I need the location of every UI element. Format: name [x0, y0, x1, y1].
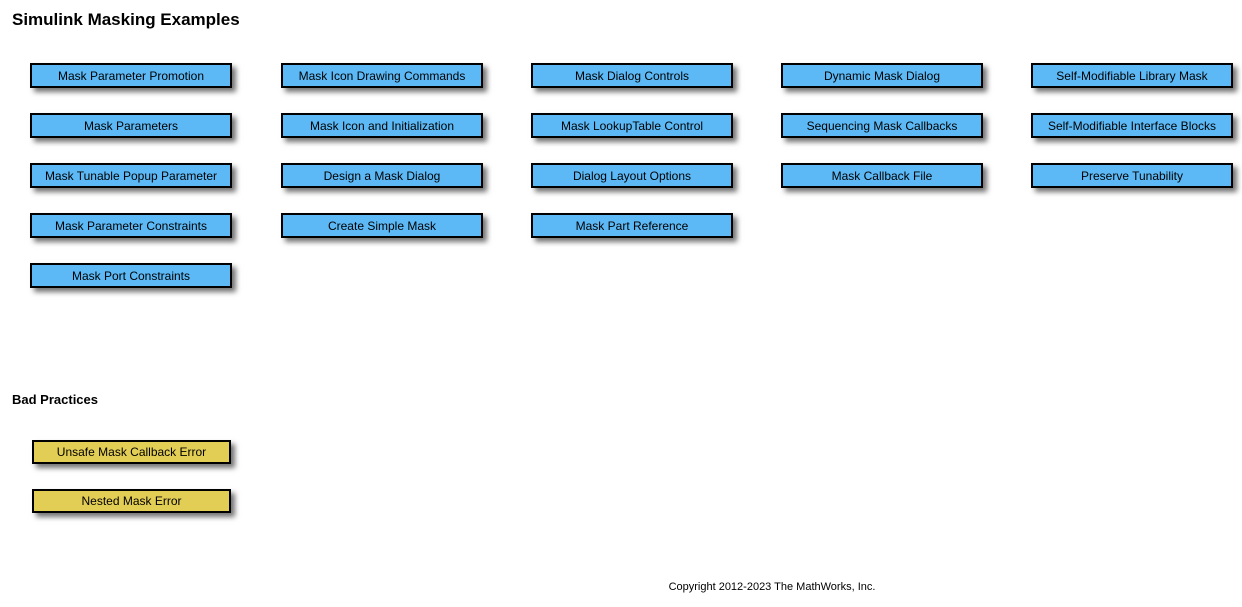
example-button[interactable]: Mask Icon and Initialization: [281, 113, 483, 138]
example-button[interactable]: Mask LookupTable Control: [531, 113, 733, 138]
example-button[interactable]: Dialog Layout Options: [531, 163, 733, 188]
example-button[interactable]: Mask Parameter Constraints: [30, 213, 232, 238]
page-title: Simulink Masking Examples: [12, 10, 240, 29]
example-button[interactable]: Preserve Tunability: [1031, 163, 1233, 188]
bad-practice-button[interactable]: Nested Mask Error: [32, 489, 231, 513]
copyright-text: Copyright 2012-2023 The MathWorks, Inc.: [668, 581, 876, 593]
bad-practice-button[interactable]: Unsafe Mask Callback Error: [32, 440, 231, 464]
example-button[interactable]: Mask Icon Drawing Commands: [281, 63, 483, 88]
example-button[interactable]: Create Simple Mask: [281, 213, 483, 238]
example-button[interactable]: Mask Port Constraints: [30, 263, 232, 288]
example-button[interactable]: Mask Dialog Controls: [531, 63, 733, 88]
example-button[interactable]: Design a Mask Dialog: [281, 163, 483, 188]
example-button[interactable]: Dynamic Mask Dialog: [781, 63, 983, 88]
example-button[interactable]: Sequencing Mask Callbacks: [781, 113, 983, 138]
example-button[interactable]: Mask Callback File: [781, 163, 983, 188]
example-button[interactable]: Mask Parameters: [30, 113, 232, 138]
example-button[interactable]: Self-Modifiable Library Mask: [1031, 63, 1233, 88]
bad-practices-heading: Bad Practices: [12, 392, 98, 407]
example-button[interactable]: Mask Parameter Promotion: [30, 63, 232, 88]
example-button[interactable]: Mask Tunable Popup Parameter: [30, 163, 232, 188]
example-button[interactable]: Self-Modifiable Interface Blocks: [1031, 113, 1233, 138]
example-button[interactable]: Mask Part Reference: [531, 213, 733, 238]
